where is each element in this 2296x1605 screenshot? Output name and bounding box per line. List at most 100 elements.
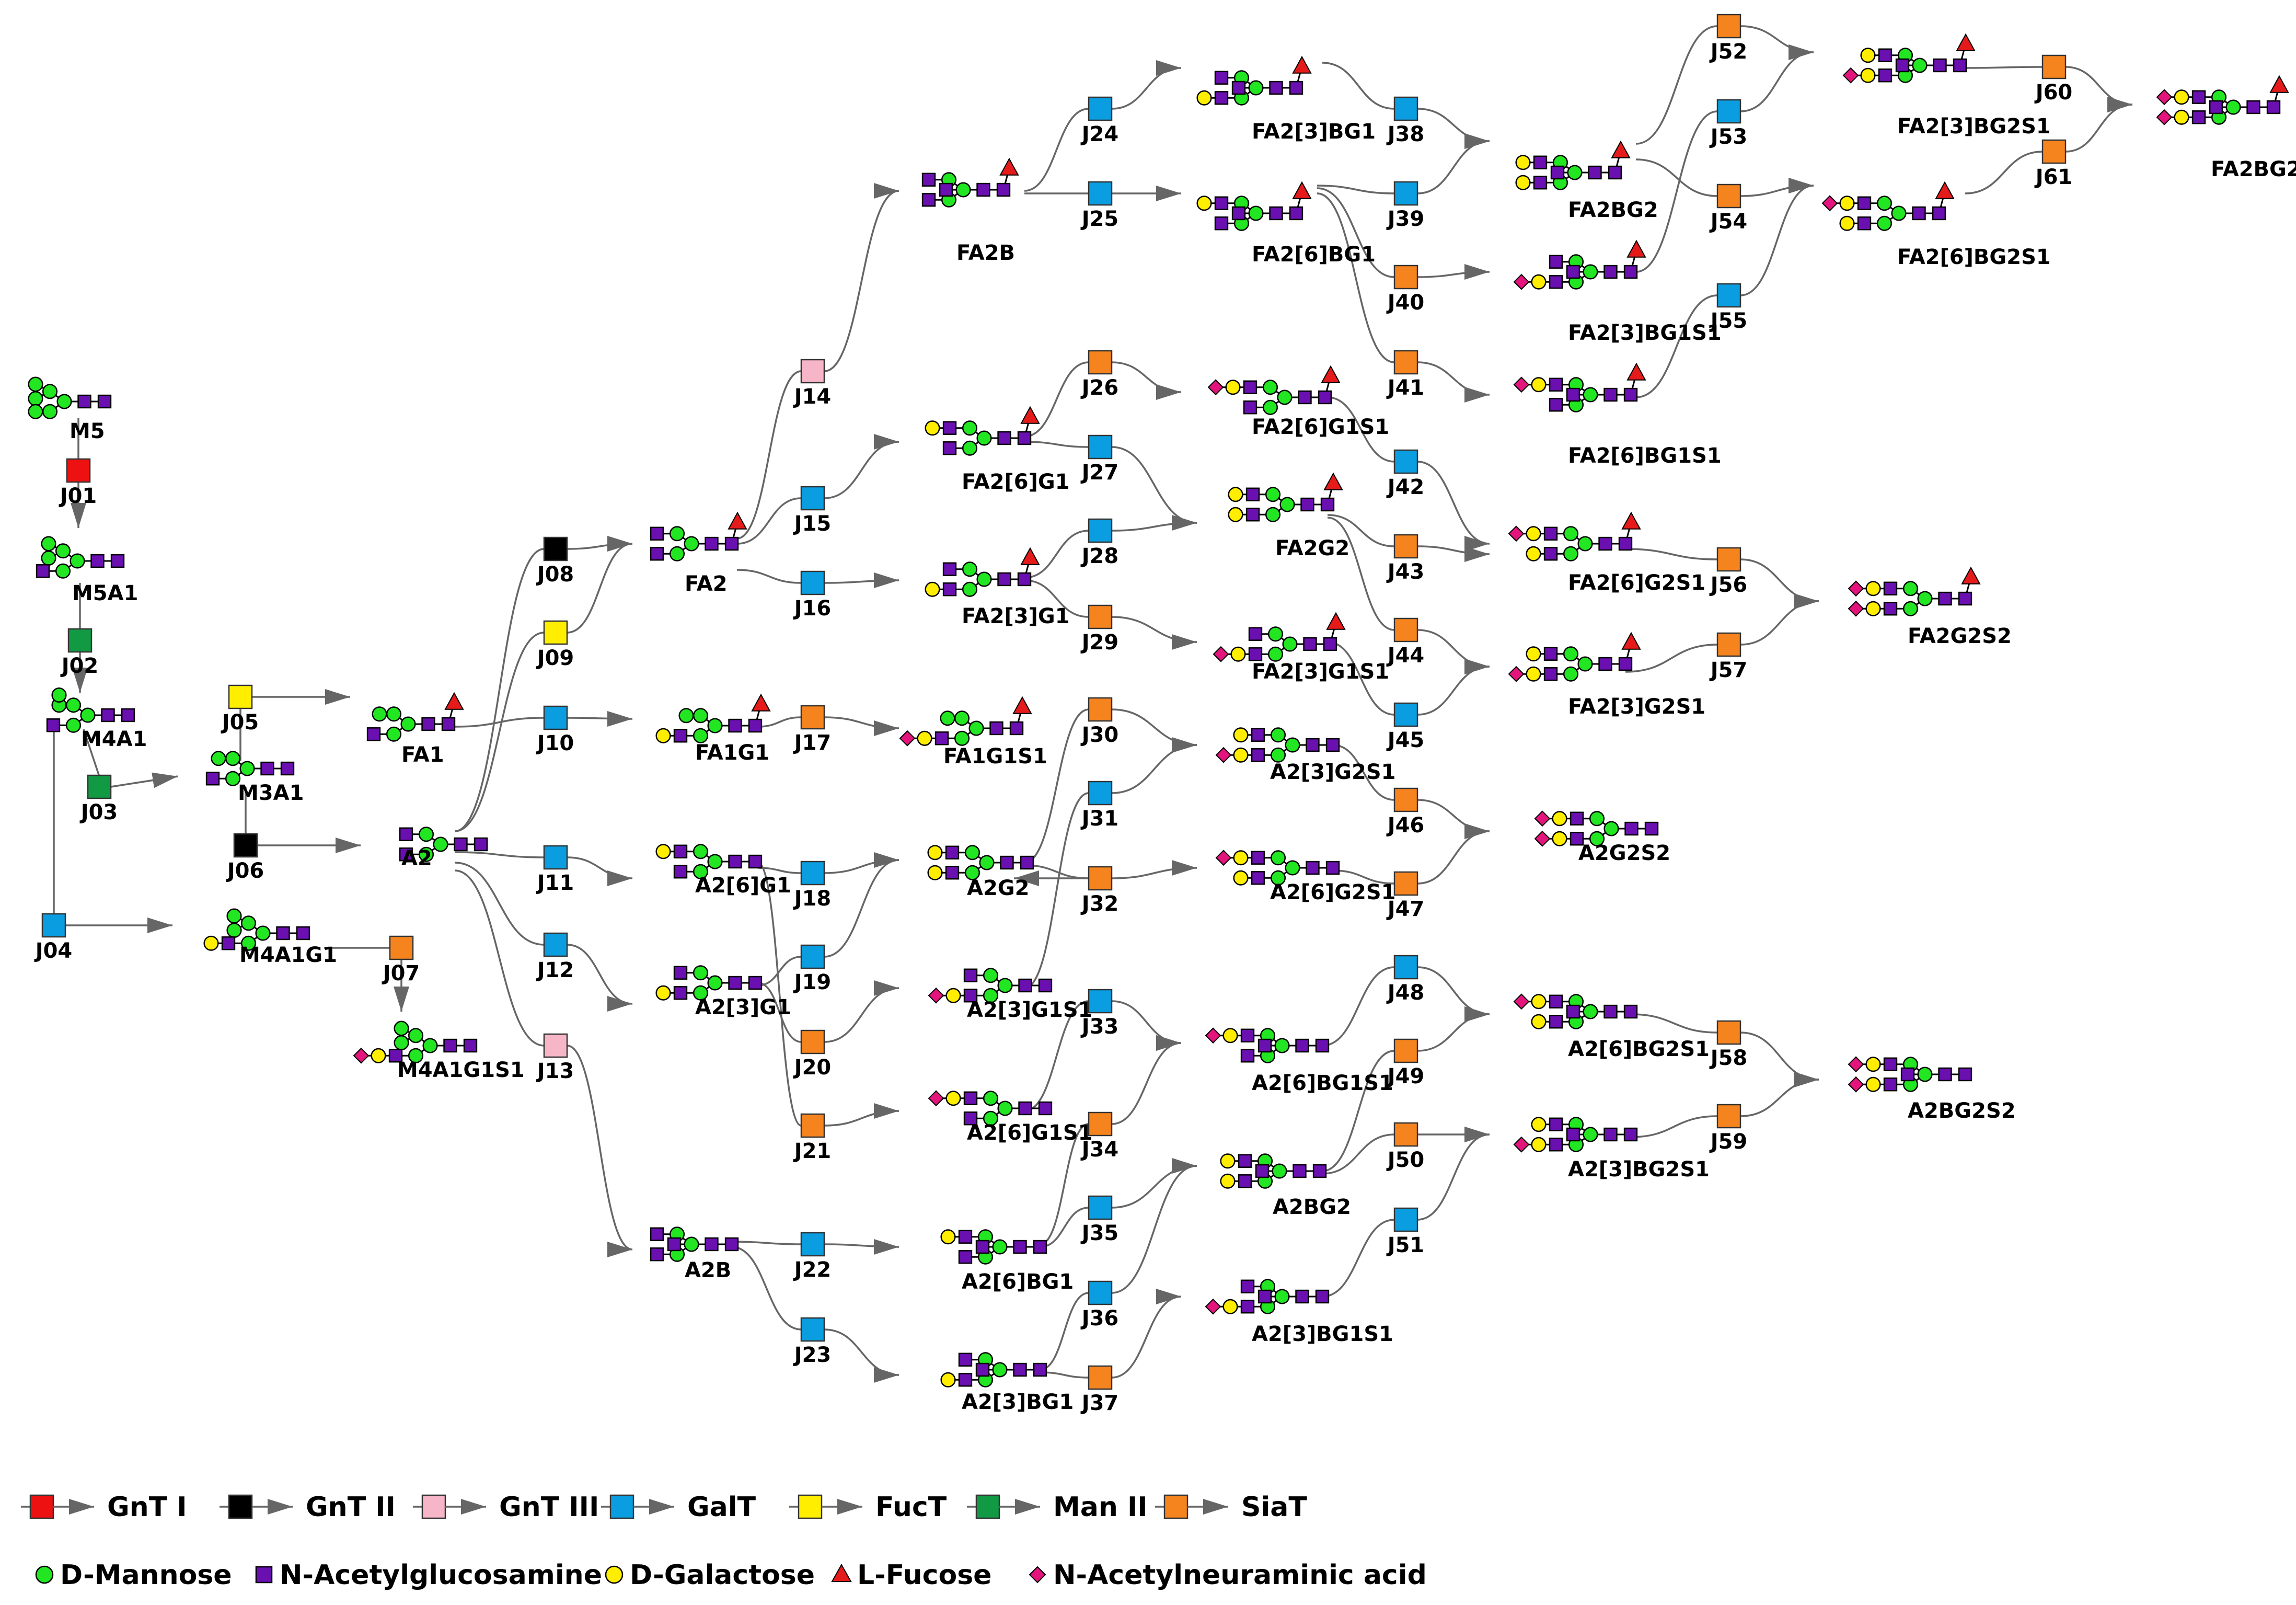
glycan-fa2-6g1[interactable]: FA2[6]G1 — [925, 406, 1070, 494]
reaction-j48[interactable]: J48 — [1386, 955, 1425, 1005]
reaction-j42[interactable]: J42 — [1386, 449, 1425, 499]
reaction-j20[interactable]: J20 — [793, 1029, 832, 1080]
reaction-j54[interactable]: J54 — [1709, 184, 1748, 234]
glycan-m5a1[interactable]: M5A1 — [36, 536, 138, 605]
reaction-j57[interactable]: J57 — [1709, 632, 1748, 682]
glycan-a2-6g1[interactable]: A2[6]G1 — [655, 844, 791, 898]
reaction-j14[interactable]: J14 — [793, 359, 832, 409]
reaction-j43[interactable]: J43 — [1386, 534, 1425, 584]
glycan-m4a1g1[interactable]: M4A1G1 — [203, 908, 337, 967]
glycan-fa2-6bg2s1[interactable]: FA2[6]BG2S1 — [1821, 181, 2051, 269]
reaction-j39[interactable]: J39 — [1386, 181, 1425, 231]
reaction-j27[interactable]: J27 — [1080, 434, 1119, 485]
reaction-j21[interactable]: J21 — [793, 1113, 832, 1163]
reaction-j16[interactable]: J16 — [793, 570, 832, 621]
glycan-fa2bg2s2[interactable]: FA2BG2S2 — [2156, 75, 2296, 181]
reaction-j28[interactable]: J28 — [1080, 518, 1119, 568]
glycan-fa2-3bg1[interactable]: FA2[3]BG1 — [1196, 55, 1376, 144]
reaction-j33[interactable]: J33 — [1080, 989, 1119, 1039]
reaction-j45[interactable]: J45 — [1386, 702, 1425, 752]
glycan-a2-6g1s1[interactable]: A2[6]G1S1 — [928, 1090, 1093, 1145]
glycan-m5[interactable]: M5 — [28, 376, 112, 443]
reaction-j26[interactable]: J26 — [1080, 350, 1119, 400]
glycan-a2-3g1[interactable]: A2[3]G1 — [655, 965, 791, 1019]
reaction-j47[interactable]: J47 — [1386, 871, 1425, 921]
reaction-j24[interactable]: J24 — [1080, 96, 1119, 146]
reaction-j32[interactable]: J32 — [1080, 866, 1119, 916]
reaction-j17[interactable]: J17 — [793, 705, 832, 755]
glycan-a2-3bg2s1[interactable]: A2[3]BG2S1 — [1513, 1117, 1710, 1182]
reaction-j04[interactable]: J04 — [34, 913, 73, 963]
glycan-fa1[interactable]: FA1 — [366, 692, 464, 767]
reaction-j30[interactable]: J30 — [1080, 697, 1119, 747]
glycan-a2-3bg1[interactable]: A2[3]BG1 — [940, 1352, 1074, 1414]
reaction-j41[interactable]: J41 — [1386, 350, 1425, 400]
reaction-j07[interactable]: J07 — [382, 935, 420, 985]
glycan-fa2[interactable]: FA2 — [650, 511, 747, 596]
reaction-j22[interactable]: J22 — [793, 1232, 832, 1282]
glycan-a2-6g2s1[interactable]: A2[6]G2S1 — [1215, 850, 1396, 904]
reaction-j58[interactable]: J58 — [1709, 1020, 1748, 1070]
glycan-fa1g1[interactable]: FA1G1 — [655, 693, 771, 765]
reaction-j46[interactable]: J46 — [1386, 787, 1425, 838]
glycan-a2bg2[interactable]: A2BG2 — [1220, 1153, 1351, 1219]
glycan-a2-6bg1s1[interactable]: A2[6]BG1S1 — [1205, 1027, 1393, 1095]
reaction-j05[interactable]: J05 — [221, 684, 259, 735]
glycan-fa2-3g1s1[interactable]: FA2[3]G1S1 — [1213, 612, 1389, 684]
reaction-j51[interactable]: J51 — [1386, 1207, 1425, 1257]
glycan-a2g2s2[interactable]: A2G2S2 — [1534, 810, 1670, 865]
reaction-j18[interactable]: J18 — [793, 861, 832, 911]
reaction-j34[interactable]: J34 — [1080, 1111, 1119, 1162]
reaction-j31[interactable]: J31 — [1080, 781, 1119, 831]
glycan-a2-3g1s1[interactable]: A2[3]G1S1 — [928, 968, 1093, 1022]
reaction-j44[interactable]: J44 — [1386, 617, 1425, 668]
reaction-j09[interactable]: J09 — [536, 620, 574, 670]
reaction-j60[interactable]: J60 — [2034, 54, 2073, 105]
reaction-j49[interactable]: J49 — [1386, 1038, 1425, 1088]
reaction-j08[interactable]: J08 — [536, 536, 574, 587]
reaction-j50[interactable]: J50 — [1386, 1122, 1425, 1172]
reaction-j61[interactable]: J61 — [2034, 139, 2073, 189]
glycan-m4a1[interactable]: M4A1 — [46, 687, 147, 751]
glycan-fa2-6g1s1[interactable]: FA2[6]G1S1 — [1207, 365, 1389, 439]
glycan-a2[interactable]: A2 — [399, 827, 488, 870]
reaction-j53[interactable]: J53 — [1709, 99, 1748, 149]
glycan-fa2-3g1[interactable]: FA2[3]G1 — [925, 547, 1070, 628]
glycan-a2g2[interactable]: A2G2 — [927, 845, 1034, 900]
reaction-j59[interactable]: J59 — [1709, 1104, 1748, 1154]
reaction-j02[interactable]: J02 — [60, 628, 99, 678]
glycan-fa2bg2[interactable]: FA2BG2 — [1515, 140, 1658, 222]
reaction-j38[interactable]: J38 — [1386, 96, 1425, 146]
reaction-j29[interactable]: J29 — [1080, 604, 1119, 655]
reaction-j19[interactable]: J19 — [793, 944, 832, 994]
glycan-fa2-3bg1s1[interactable]: FA2[3]BG1S1 — [1513, 239, 1722, 345]
reaction-j13[interactable]: J13 — [536, 1033, 574, 1083]
reaction-j06[interactable]: J06 — [226, 833, 264, 883]
reaction-j36[interactable]: J36 — [1080, 1280, 1119, 1331]
reaction-j01[interactable]: J01 — [59, 458, 97, 508]
glycan-fa2-6bg1s1[interactable]: FA2[6]BG1S1 — [1513, 362, 1722, 468]
reaction-j03[interactable]: J03 — [79, 774, 118, 824]
reaction-j11[interactable]: J11 — [536, 845, 574, 895]
reaction-j56[interactable]: J56 — [1709, 547, 1748, 597]
glycan-fa2b[interactable]: FA2B — [921, 157, 1019, 265]
glycan-a2bg2s2[interactable]: A2BG2S2 — [1848, 1056, 2016, 1123]
reaction-j35[interactable]: J35 — [1080, 1195, 1119, 1245]
glycan-m3a1[interactable]: M3A1 — [205, 751, 304, 805]
glycan-a2-6bg2s1[interactable]: A2[6]BG2S1 — [1513, 993, 1710, 1061]
glycan-fa2-6g2s1[interactable]: FA2[6]G2S1 — [1508, 511, 1705, 595]
glycan-fa2-3bg2s1[interactable]: FA2[3]BG2S1 — [1842, 33, 2051, 139]
reaction-j25[interactable]: J25 — [1080, 181, 1119, 231]
reaction-j23[interactable]: J23 — [793, 1317, 832, 1367]
reaction-j55[interactable]: J55 — [1709, 283, 1748, 333]
glycan-fa1g1s1[interactable]: FA1G1S1 — [899, 696, 1047, 769]
glycan-fa2g2[interactable]: FA2G2 — [1228, 472, 1349, 560]
reaction-j40[interactable]: J40 — [1386, 265, 1425, 315]
glycan-a2b[interactable]: A2B — [650, 1226, 739, 1282]
glycan-a2-3bg1s1[interactable]: A2[3]BG1S1 — [1205, 1279, 1393, 1346]
reaction-j12[interactable]: J12 — [536, 932, 574, 982]
reaction-j10[interactable]: J10 — [536, 705, 574, 755]
glycan-a2-6bg1[interactable]: A2[6]BG1 — [940, 1229, 1074, 1294]
glycan-m4a1g1s1[interactable]: M4A1G1S1 — [353, 1021, 525, 1082]
reaction-j15[interactable]: J15 — [793, 486, 832, 536]
